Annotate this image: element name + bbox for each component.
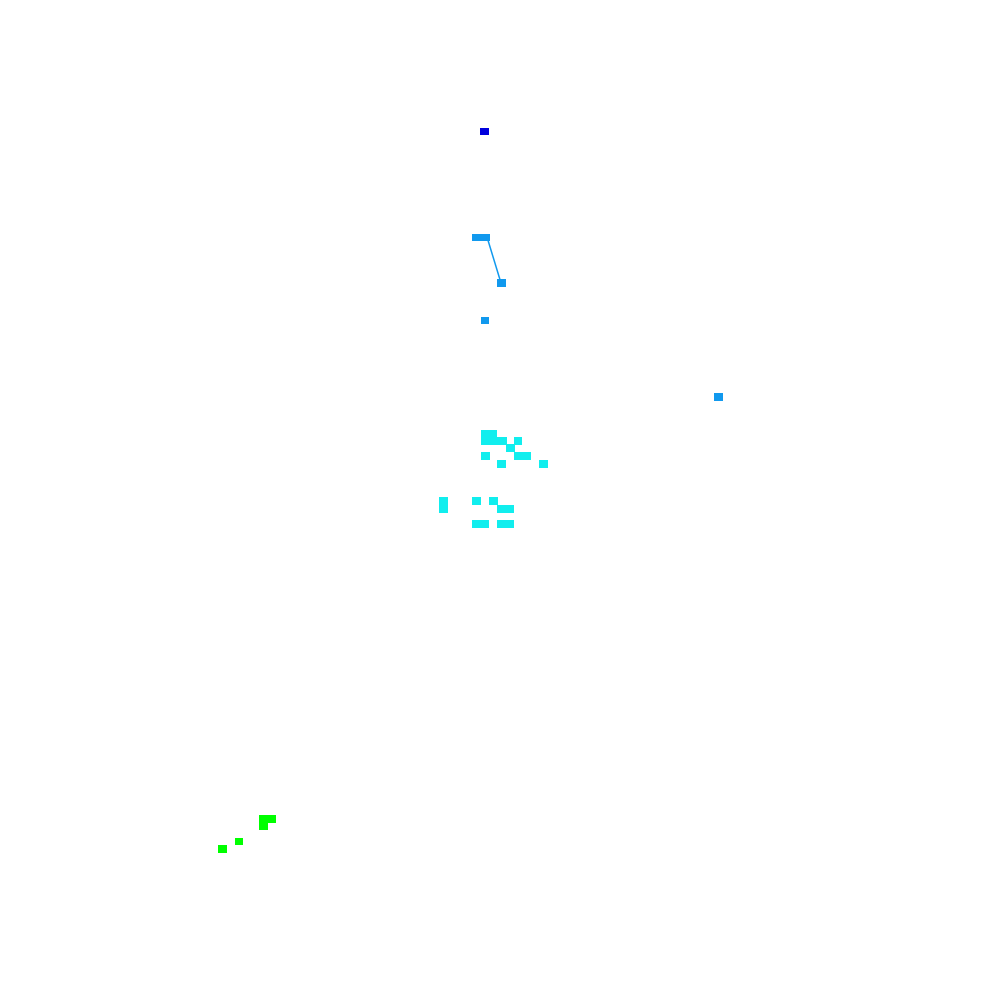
pixel-block (259, 823, 268, 830)
pixel-block (514, 437, 522, 445)
pixel-block (489, 497, 498, 505)
pixel-block (235, 838, 243, 845)
pixel-block (497, 505, 514, 513)
blue-cluster (480, 128, 489, 135)
pixel-block (472, 234, 490, 241)
pixel-block (481, 452, 490, 460)
pixel-block (514, 452, 531, 460)
pixel-block (259, 815, 276, 823)
mid-blue-cluster (472, 234, 723, 401)
pixel-block (714, 393, 723, 401)
connector-line (486, 236, 502, 284)
pixel-block (481, 430, 497, 445)
pixel-block (439, 497, 448, 513)
pixel-block (506, 444, 515, 452)
pixel-block (218, 845, 227, 853)
pixel-block (497, 460, 506, 468)
cyan-cluster (439, 430, 548, 528)
pixel-block (481, 317, 489, 324)
pixel-block (480, 128, 489, 135)
pixel-block (472, 497, 481, 505)
pixel-block (539, 460, 548, 468)
pixel-block (497, 437, 507, 445)
green-cluster (218, 815, 276, 853)
pixel-block (497, 520, 514, 528)
pixel-block (497, 279, 506, 287)
pixel-block (472, 520, 489, 528)
